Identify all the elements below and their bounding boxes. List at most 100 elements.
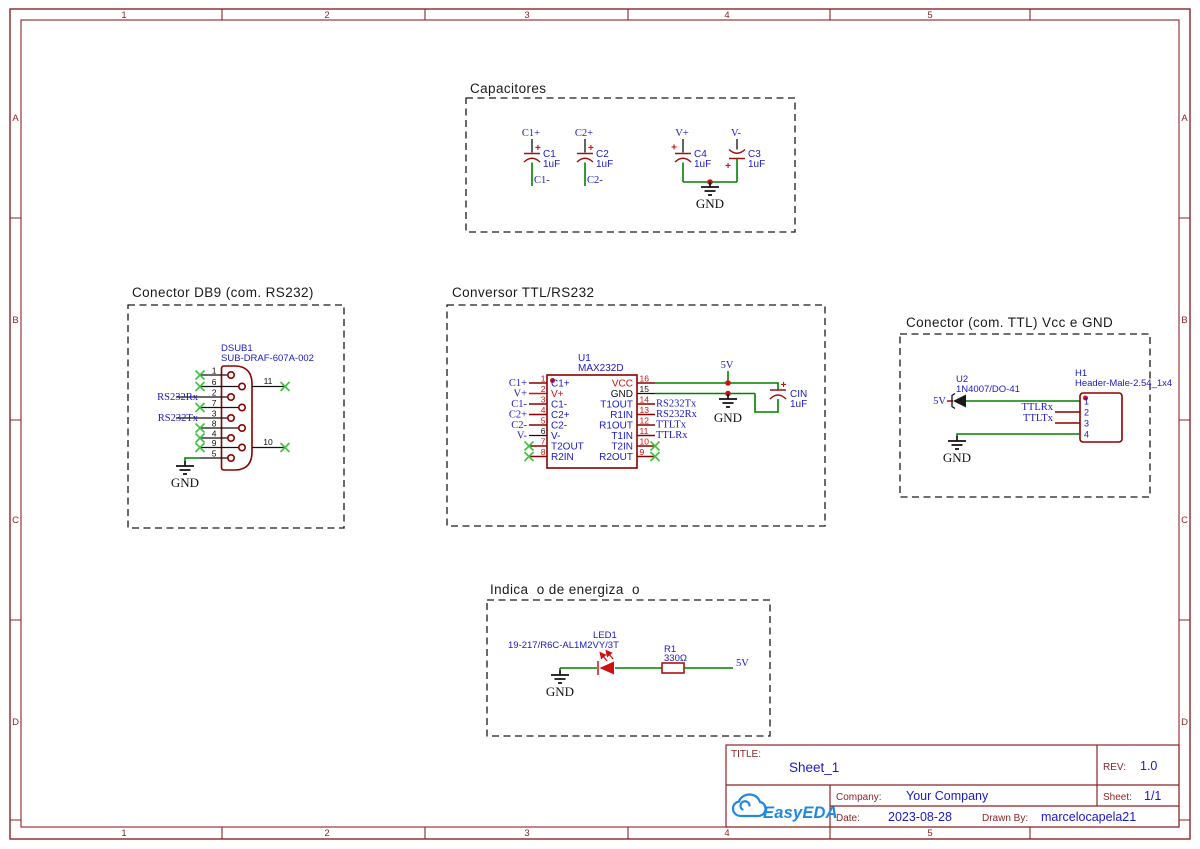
section-box-capacitors[interactable] <box>465 97 796 233</box>
power-label-5v[interactable]: 5V <box>721 360 734 371</box>
net-label[interactable]: RS232Rx <box>656 409 698 420</box>
section-box-converter[interactable] <box>446 304 826 527</box>
dsub-body[interactable] <box>220 365 253 471</box>
titleblock-sheet-value[interactable]: 1/1 <box>1144 789 1161 803</box>
cap-ref[interactable]: C1 <box>543 149 556 160</box>
component-part[interactable]: SUB-DRAF-607A-002 <box>221 353 314 364</box>
section-title-ttl[interactable]: Conector (com. TTL) Vcc e GND <box>906 315 1113 330</box>
section-title-led[interactable]: Indica o de energiza o <box>490 582 640 597</box>
net-label[interactable]: V- <box>517 431 528 442</box>
ttl-gnd[interactable]: GND <box>943 433 1080 465</box>
dsub1-connector[interactable]: DSUB1 SUB-DRAF-607A-002 1 6 2 7 <box>157 343 314 471</box>
power-label-5v[interactable]: 5V <box>933 396 946 407</box>
net-label[interactable]: C2+ <box>575 128 593 139</box>
pin-name: C1- <box>551 400 567 411</box>
section-converter: Conversor TTL/RS232 U1 MAX232D C1+ V+ C1… <box>446 285 826 527</box>
net-label[interactable]: C1+ <box>522 128 540 139</box>
pin-name: C1+ <box>551 379 570 390</box>
net-label[interactable]: V+ <box>513 389 527 400</box>
net-label-ttlrx[interactable]: TTLRx <box>1022 402 1054 413</box>
pin-name: T2IN <box>611 442 633 453</box>
led1[interactable]: LED1 19-217/R6C-AL1M2VY/3T <box>508 630 662 675</box>
section-title-capacitors[interactable]: Capacitores <box>470 81 546 96</box>
gnd-symbol <box>947 435 967 450</box>
net-label[interactable]: TTLRx <box>656 430 688 441</box>
component-ref[interactable]: U2 <box>956 374 968 385</box>
component-ref[interactable]: U1 <box>578 353 591 364</box>
power-label-5v[interactable]: 5V <box>736 658 749 669</box>
component-ref[interactable]: DSUB1 <box>221 343 253 354</box>
section-box-led[interactable] <box>486 599 771 737</box>
resistor-body[interactable] <box>661 662 685 674</box>
titleblock-drawnby-value[interactable]: marcelocapela21 <box>1041 810 1136 824</box>
component-part[interactable]: 19-217/R6C-AL1M2VY/3T <box>508 640 619 651</box>
net-label[interactable]: C1- <box>511 399 527 410</box>
gnd-label[interactable]: GND <box>943 450 971 465</box>
net-label-rs232tx[interactable]: RS232Tx <box>158 413 199 424</box>
net-label[interactable]: C1- <box>534 175 550 186</box>
net-label-rs232rx[interactable]: RS232Rx <box>157 392 199 403</box>
cap-value[interactable]: 1uF <box>748 159 765 170</box>
component-part[interactable]: Header-Male-2.54_1x4 <box>1075 378 1172 389</box>
section-title-converter[interactable]: Conversor TTL/RS232 <box>452 285 594 300</box>
frame-row-label: C <box>1181 515 1188 526</box>
pin-number: 7 <box>541 437 546 447</box>
cap-ref[interactable]: C4 <box>694 149 707 160</box>
header-h1[interactable]: H1 Header-Male-2.54_1x4 1 2 3 4 TTLRx TT… <box>1022 368 1173 443</box>
component-ref[interactable]: R1 <box>664 644 676 655</box>
pin-number: 5 <box>541 416 546 426</box>
titleblock-title-value[interactable]: Sheet_1 <box>789 760 839 775</box>
net-label[interactable]: TTLTx <box>656 420 687 431</box>
led-gnd[interactable]: GND <box>546 668 574 699</box>
component-ref[interactable]: H1 <box>1075 368 1087 379</box>
converter-power-wiring[interactable]: 5V GND + CIN 1uF <box>655 360 807 425</box>
cap-value[interactable]: 1uF <box>694 159 711 170</box>
pin-name: R1IN <box>610 410 633 421</box>
section-capacitors: Capacitores C1+ + C1 1uF C1- C2+ + C2 1u… <box>465 81 796 233</box>
cap-value[interactable]: 1uF <box>790 399 807 410</box>
net-label-ttltx[interactable]: TTLTx <box>1023 413 1054 424</box>
capacitor-c1[interactable]: C1+ + C1 1uF C1- <box>522 128 560 186</box>
component-value[interactable]: 330Ω <box>664 653 687 664</box>
cap-value[interactable]: 1uF <box>543 159 560 170</box>
gnd-label[interactable]: GND <box>714 410 742 425</box>
net-label[interactable]: V+ <box>675 128 689 139</box>
pin-name: R2IN <box>551 452 574 463</box>
capacitor-c2[interactable]: C2+ + C2 1uF C2- <box>575 128 613 186</box>
component-part[interactable]: 1N4007/DO-41 <box>956 384 1020 395</box>
chip-body[interactable] <box>546 374 638 469</box>
cap-value[interactable]: 1uF <box>596 159 613 170</box>
cap-ref[interactable]: C2 <box>596 149 609 160</box>
gnd-label[interactable]: GND <box>171 475 199 490</box>
gnd-label[interactable]: GND <box>546 684 574 699</box>
net-label[interactable]: V- <box>731 128 742 139</box>
db9-gnd[interactable]: GND <box>171 457 200 490</box>
pin-number: 10 <box>640 437 650 447</box>
section-title-db9[interactable]: Conector DB9 (com. RS232) <box>132 285 314 300</box>
pin-name: T2OUT <box>551 442 584 453</box>
net-label[interactable]: C2- <box>587 175 603 186</box>
titleblock-company-value[interactable]: Your Company <box>906 789 989 803</box>
titleblock-date-value[interactable]: 2023-08-28 <box>888 810 952 824</box>
capacitors-gnd[interactable]: GND <box>683 179 737 211</box>
max232-chip[interactable]: U1 MAX232D C1+ V+ C1- C2+ C2- V- 1 2 3 4 <box>509 353 698 469</box>
resistor-r1[interactable]: R1 330Ω 5V <box>661 644 749 674</box>
net-label[interactable]: C1+ <box>509 378 527 389</box>
frame-row-label: A <box>1181 113 1188 124</box>
capacitor-c4[interactable]: V+ + C4 1uF <box>671 128 711 182</box>
titleblock-rev-value[interactable]: 1.0 <box>1140 759 1157 773</box>
frame-row-label: D <box>12 717 19 728</box>
capacitor-c3[interactable]: V- + C3 1uF <box>725 128 765 182</box>
cap-ref[interactable]: C3 <box>748 149 761 160</box>
component-part[interactable]: MAX232D <box>578 363 624 374</box>
net-label[interactable]: C2- <box>511 420 527 431</box>
net-label[interactable]: RS232Tx <box>656 399 697 410</box>
net-label[interactable]: C2+ <box>509 410 527 421</box>
diode-u2[interactable]: U2 1N4007/DO-41 5V <box>933 374 1080 410</box>
header-body[interactable] <box>1079 392 1123 443</box>
gnd-label[interactable]: GND <box>696 196 724 211</box>
diode-triangle <box>953 394 966 408</box>
section-box-db9[interactable] <box>127 304 345 529</box>
cap-ref[interactable]: CIN <box>790 389 807 400</box>
component-ref[interactable]: LED1 <box>593 630 617 641</box>
